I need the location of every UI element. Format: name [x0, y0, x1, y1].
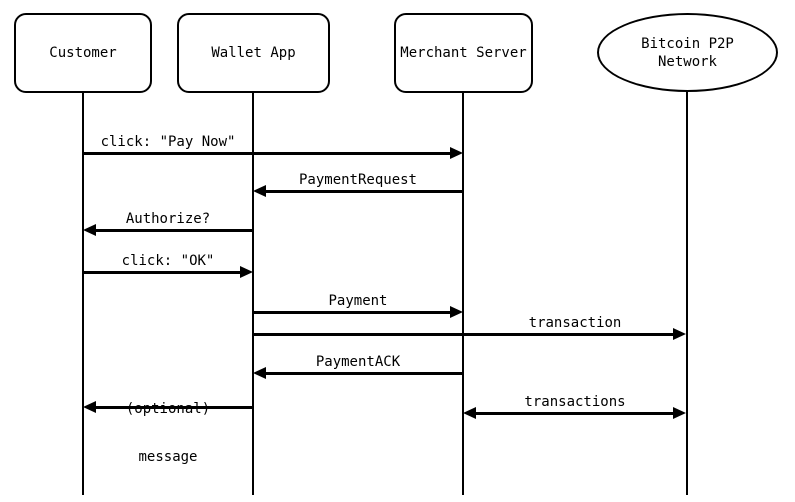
arrowhead-right-icon [450, 147, 463, 159]
actor-wallet-app-label: Wallet App [211, 45, 296, 61]
message-payment-request-label: PaymentRequest [298, 172, 417, 188]
lifeline-wallet-app [252, 92, 254, 495]
arrowhead-left-icon [253, 185, 266, 197]
message-payment-request-line [265, 190, 463, 193]
message-optional-message-label: (optional) message [83, 369, 253, 497]
message-payment-ack-label: PaymentACK [315, 354, 401, 370]
actor-wallet-app: Wallet App [177, 13, 330, 93]
lifeline-merchant-server [462, 92, 464, 495]
message-click-pay-now-line [83, 152, 451, 155]
message-authorize-line [95, 229, 253, 232]
lifeline-bitcoin-p2p-network [686, 91, 688, 495]
arrowhead-right-icon [673, 328, 686, 340]
message-payment-line [253, 311, 451, 314]
actor-customer: Customer [14, 13, 152, 93]
actor-bitcoin-p2p-network-label-line1: Bitcoin P2P [641, 35, 734, 52]
message-click-ok-label: click: "OK" [121, 253, 215, 269]
arrowhead-left-icon [463, 407, 476, 419]
message-transaction-line [253, 333, 674, 336]
arrowhead-right-icon [450, 306, 463, 318]
message-click-pay-now-label: click: "Pay Now" [100, 134, 236, 150]
message-optional-message-line [95, 406, 253, 409]
message-payment-ack-line [265, 372, 463, 375]
actor-merchant-server-label: Merchant Server [400, 45, 527, 61]
actor-bitcoin-p2p-network: Bitcoin P2P Network [597, 13, 778, 92]
message-authorize-label: Authorize? [125, 211, 211, 227]
arrowhead-left-icon [253, 367, 266, 379]
arrowhead-left-icon [83, 401, 96, 413]
arrowhead-left-icon [83, 224, 96, 236]
actor-customer-label: Customer [49, 45, 117, 61]
arrowhead-right-icon [673, 407, 686, 419]
message-transaction-label: transaction [528, 315, 622, 331]
message-payment-label: Payment [328, 293, 388, 309]
message-optional-message-label-line1: (optional) [125, 401, 211, 417]
message-click-ok-line [83, 271, 241, 274]
message-transactions-label: transactions [524, 394, 626, 410]
lifeline-customer [82, 92, 84, 495]
arrowhead-right-icon [240, 266, 253, 278]
message-transactions-line [475, 412, 674, 415]
actor-bitcoin-p2p-network-label-line2: Network [657, 53, 717, 70]
actor-merchant-server: Merchant Server [394, 13, 533, 93]
message-optional-message-label-line2: message [138, 449, 198, 465]
